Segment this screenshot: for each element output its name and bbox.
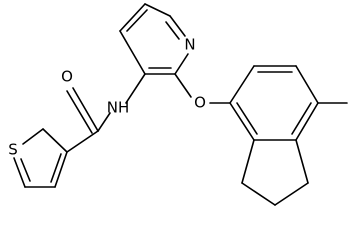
bond-bz-c6-c7	[295, 65, 319, 104]
bond-py-c4-c5-inner	[126, 9, 148, 32]
bond-nh-pyridine	[125, 73, 146, 104]
bond-c2-c3	[42, 128, 68, 153]
pyridine-ring	[119, 3, 189, 75]
amide-group	[66, 73, 146, 153]
bond-cp-c1-c7a	[295, 139, 309, 184]
atom-labels: S O NH N O	[8, 36, 206, 159]
bond-py-n-c2	[174, 53, 189, 75]
bond-pyridine-o	[174, 73, 192, 98]
molecule-canvas: S O NH N O	[8, 3, 348, 206]
molecule-drawing: S O NH N O	[8, 3, 348, 206]
pyridine-nitrogen-label: N	[184, 36, 195, 54]
bond-thiophene-carbonyl	[66, 130, 99, 153]
bond-bz-c7-c7a-inner	[291, 102, 312, 135]
thiophene-ring	[13, 128, 68, 188]
ether-oxygen-label: O	[194, 94, 206, 112]
bond-bz-c3a-c4-inner	[236, 102, 258, 135]
bond-s-c2	[22, 128, 44, 145]
bond-carbonyl-nh	[97, 112, 111, 132]
bond-carbonyl-oxygen	[72, 87, 99, 132]
bond-c5-s	[13, 157, 26, 188]
ether-linkage	[174, 73, 231, 104]
bond-cp-c3a-c3	[241, 139, 255, 184]
bond-c5-s-inner	[20, 158, 31, 182]
bond-bz-c4-c5	[229, 65, 255, 104]
bond-py-c6-n	[169, 15, 186, 37]
bond-bz-c3a-c4	[229, 102, 255, 141]
bond-cp-c2-c1	[274, 182, 309, 206]
bond-py-c4-c5	[119, 3, 146, 32]
bond-bz-c7-c7a	[295, 102, 319, 141]
sulfur-label: S	[8, 141, 18, 159]
indane-benzene-ring	[229, 65, 319, 141]
carbonyl-oxygen-label: O	[61, 68, 73, 86]
indane-cyclopentane-ring	[241, 139, 309, 206]
amide-nh-label: NH	[107, 99, 130, 117]
bond-py-c3-c4	[119, 30, 146, 75]
bond-carbonyl-oxygen-double	[66, 90, 93, 134]
bond-c3-c4	[54, 151, 68, 188]
bond-py-c5-c6	[144, 3, 171, 17]
bond-py-c6-n-inner	[165, 21, 180, 40]
bond-cp-c3-c2	[241, 182, 276, 206]
bond-c3-c4-inner	[50, 153, 62, 183]
